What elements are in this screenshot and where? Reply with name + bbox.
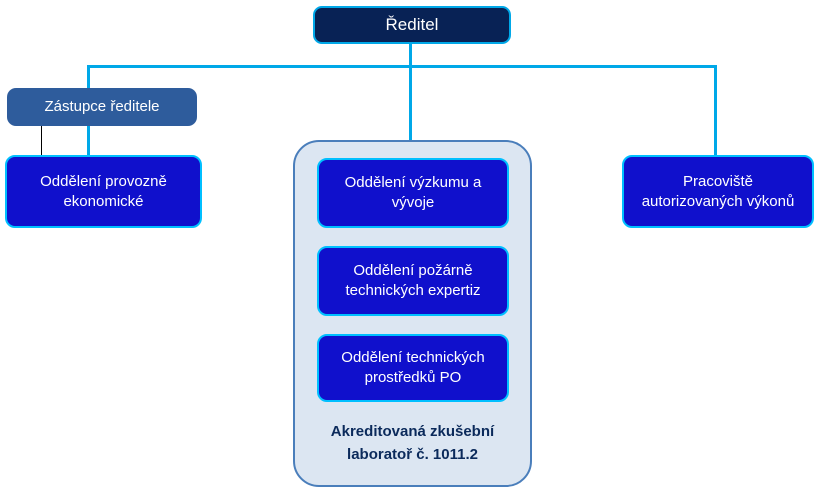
node-reditel[interactable]: Ředitel	[313, 6, 511, 44]
node-reditel-label: Ředitel	[385, 14, 439, 34]
connector-right-vertical	[714, 65, 717, 157]
connector-horizontal-bus	[87, 65, 717, 68]
node-zastupce-reditele[interactable]: Zástupce ředitele	[7, 88, 197, 126]
node-pracoviste-autorizovanych-vykonu-label: Pracoviště autorizovaných výkonů	[641, 172, 795, 210]
node-zastupce-reditele-label: Zástupce ředitele	[44, 98, 160, 116]
node-oddeleni-technickych-prostredku-po[interactable]: Oddělení technických prostředků PO	[317, 334, 509, 402]
node-oddeleni-technickych-prostredku-po-label: Oddělení technických prostředků PO	[341, 349, 485, 386]
node-oddeleni-vyzkumu-a-vyvoje-label: Oddělení výzkumu a vývoje	[344, 174, 482, 211]
node-oddeleni-provozne-ekonomicke[interactable]: Oddělení provozně ekonomické	[5, 155, 202, 228]
node-pracoviste-autorizovanych-vykonu[interactable]: Pracoviště autorizovaných výkonů	[622, 155, 814, 228]
node-oddeleni-pozarne-technickych-expertiz[interactable]: Oddělení požárně technických expertiz	[317, 246, 509, 316]
node-oddeleni-vyzkumu-a-vyvoje[interactable]: Oddělení výzkumu a vývoje	[317, 158, 509, 228]
connector-center-vertical	[409, 65, 412, 160]
accredited-laboratory-caption: Akreditovaná zkušební laboratoř č. 1011.…	[330, 423, 495, 463]
node-oddeleni-provozne-ekonomicke-label: Oddělení provozně ekonomické	[40, 172, 167, 210]
connector-root-stub	[409, 43, 412, 67]
node-oddeleni-pozarne-technickych-expertiz-label: Oddělení požárně technických expertiz	[345, 262, 481, 299]
connector-deputy-to-economic	[41, 125, 42, 155]
